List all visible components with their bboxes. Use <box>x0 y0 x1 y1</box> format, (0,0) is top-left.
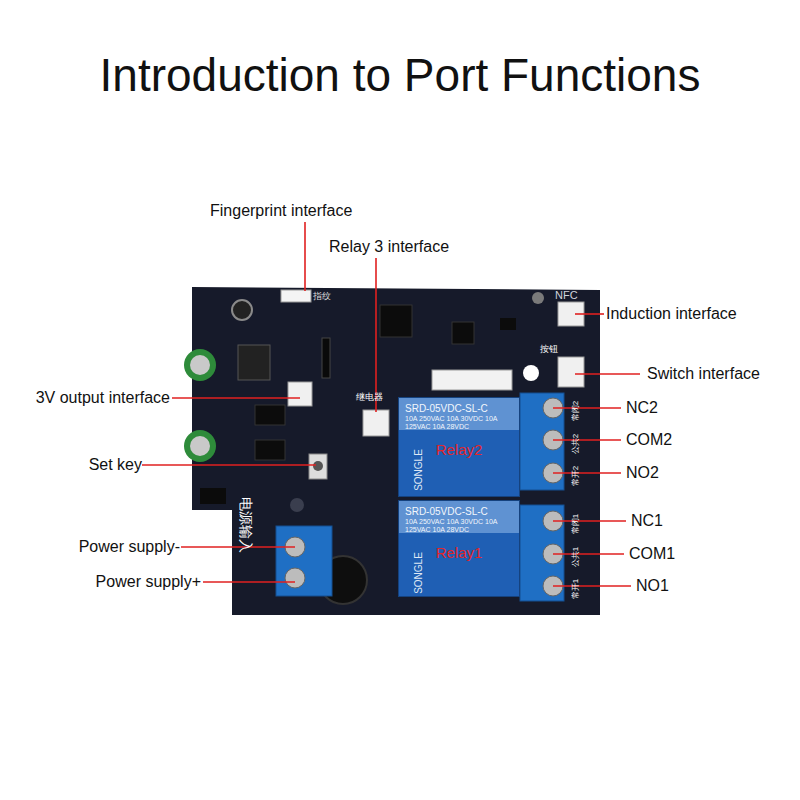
switch-connector <box>558 357 584 387</box>
callout-label: 3V output interface <box>36 389 170 407</box>
callout-label: Power supply+ <box>96 573 201 591</box>
chip <box>255 440 285 460</box>
pin-header <box>322 338 330 378</box>
silkscreen-text: 常闭2 <box>571 401 580 421</box>
leader-line <box>142 464 316 466</box>
power-terminal <box>276 526 332 596</box>
capacitor-top <box>190 436 210 456</box>
callout-label: Switch interface <box>647 365 760 383</box>
silkscreen-text: 常闭1 <box>571 514 580 534</box>
leader-line <box>553 553 624 555</box>
silkscreen-text: 常开1 <box>571 579 580 599</box>
mount-hole <box>523 365 539 381</box>
callout-label: Power supply- <box>79 538 180 556</box>
set-key-button <box>313 461 323 471</box>
relay-rating: 10A 250VAC 10A 30VDC 10A 125VAC 10A 28VD… <box>405 518 517 534</box>
relay3-connector <box>363 410 389 436</box>
output-connector <box>288 382 312 406</box>
leader-line <box>172 397 300 399</box>
diode <box>200 488 226 504</box>
leader-line <box>575 373 640 375</box>
chip <box>255 405 285 425</box>
leader-line <box>304 222 306 291</box>
callout-label: NC2 <box>626 399 658 417</box>
leader-line <box>203 581 295 583</box>
relay-brand: SONGLE <box>413 449 425 491</box>
pin-connector <box>432 370 512 390</box>
callout-label: Relay 3 interface <box>329 238 449 256</box>
transistor <box>500 318 516 330</box>
relay-rating: 10A 250VAC 10A 30VDC 10A 125VAC 10A 28VD… <box>405 415 517 431</box>
silkscreen-text: 常开2 <box>571 466 580 486</box>
relay-box: SRD-05VDC-SL-C10A 250VAC 10A 30VDC 10A 1… <box>398 500 520 597</box>
silkscreen-text: 电源输入 <box>238 497 254 553</box>
set-key <box>309 454 327 479</box>
silkscreen-text: 按钮 <box>540 344 558 354</box>
leader-line <box>181 546 295 548</box>
callout-label: Set key <box>89 456 142 474</box>
silkscreen-text: 公共1 <box>571 547 580 567</box>
silkscreen-text: 指纹 <box>313 291 331 301</box>
leader-line <box>553 585 631 587</box>
leader-line <box>375 258 377 412</box>
terminal-screw <box>285 568 305 588</box>
mcu-chip <box>380 305 412 337</box>
silkscreen-text: NFC <box>555 289 578 302</box>
silkscreen-text: 公共2 <box>571 434 580 454</box>
callout-label: Induction interface <box>606 305 737 323</box>
inductor <box>238 345 270 380</box>
mount-hole <box>290 498 304 512</box>
capacitor-top <box>190 355 210 375</box>
pcb-board <box>192 287 600 615</box>
page-title: Introduction to Port Functions <box>0 48 800 102</box>
leader-line <box>553 520 626 522</box>
fingerprint-connector <box>281 290 311 302</box>
capacitor <box>232 300 252 320</box>
leader-line <box>575 313 604 315</box>
leader-line <box>553 439 621 441</box>
callout-label: COM1 <box>629 545 675 563</box>
relay-model: SRD-05VDC-SL-C <box>405 506 517 518</box>
callout-label: Fingerprint interface <box>210 202 352 220</box>
relay-name: Relay1 <box>436 544 483 561</box>
callout-label: NO2 <box>626 464 659 482</box>
callout-label: NO1 <box>636 577 669 595</box>
relay-name: Relay2 <box>436 441 483 458</box>
callout-label: NC1 <box>631 512 663 530</box>
relay-box: SRD-05VDC-SL-C10A 250VAC 10A 30VDC 10A 1… <box>398 397 520 497</box>
relay-model: SRD-05VDC-SL-C <box>405 403 517 415</box>
chip <box>452 322 474 344</box>
leader-line <box>553 407 621 409</box>
capacitor <box>184 349 216 381</box>
silkscreen-text: 继电器 <box>356 392 383 402</box>
capacitor <box>184 430 216 462</box>
mount-hole <box>532 292 544 304</box>
relay-brand: SONGLE <box>413 552 425 594</box>
callout-label: COM2 <box>626 431 672 449</box>
leader-line <box>553 472 621 474</box>
